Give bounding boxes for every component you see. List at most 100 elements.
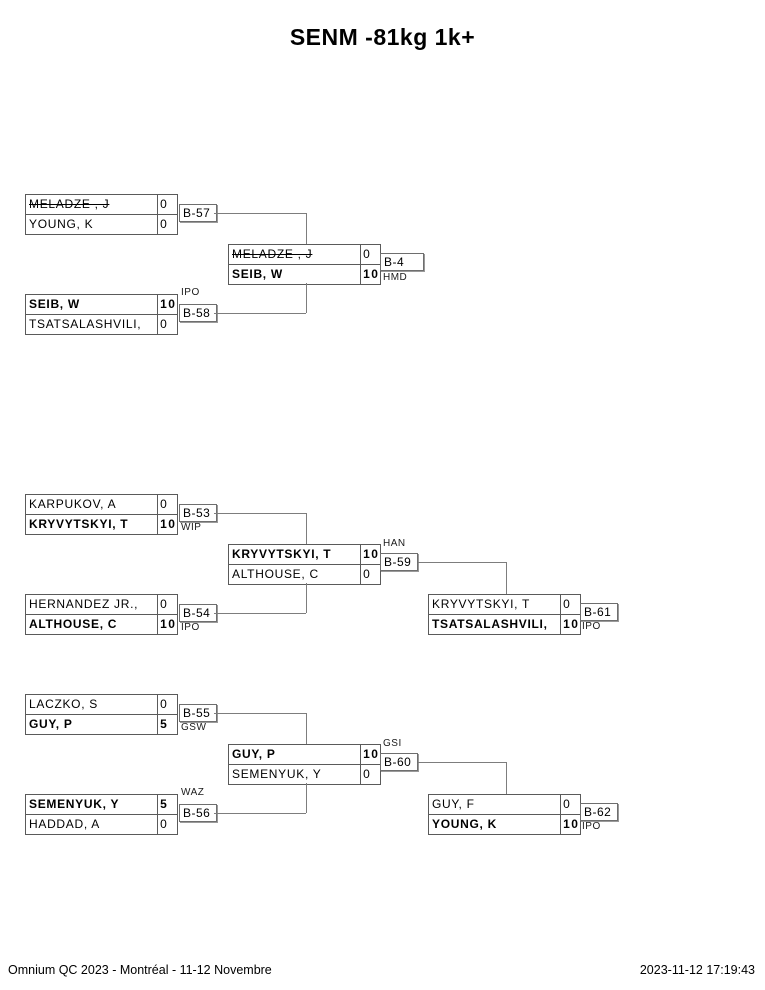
player-name: SEMENYUK, Y: [232, 767, 322, 781]
win-type-label: HAN: [383, 538, 406, 549]
match-number-tag: B-4: [380, 253, 424, 271]
player-score: 0: [157, 215, 177, 234]
player-score: 10: [157, 295, 177, 314]
player-name: YOUNG, K: [29, 217, 94, 231]
connector-line: [306, 283, 307, 313]
win-type-label: IPO: [181, 622, 200, 633]
win-type-label: HMD: [383, 272, 408, 283]
player-row: YOUNG, K 10: [429, 814, 580, 834]
player-row: SEMENYUK, Y 5: [26, 795, 177, 814]
player-score: 0: [157, 595, 177, 614]
player-score: 10: [360, 265, 380, 284]
match-number-tag: B-56: [179, 804, 217, 822]
player-name: KRYVYTSKYI, T: [29, 517, 129, 531]
connector-line: [506, 762, 507, 794]
match-number-tag: B-61: [580, 603, 618, 621]
player-name: KARPUKOV, A: [29, 497, 117, 511]
win-type-label: WAZ: [181, 787, 205, 798]
footer-event-title: Omnium QC 2023 - Montréal - 11-12 Novemb…: [8, 963, 272, 977]
player-name: MELADZE , J: [29, 197, 110, 211]
player-score: 10: [560, 815, 580, 834]
connector-line: [418, 762, 506, 763]
player-name: MELADZE , J: [232, 247, 313, 261]
match-box-b58: SEIB, W 10 TSATSALASHVILI, 0: [25, 294, 178, 335]
match-box-b53: KARPUKOV, A 0 KRYVYTSKYI, T 10: [25, 494, 178, 535]
player-score: 0: [360, 565, 380, 584]
match-box-b62: GUY, F 0 YOUNG, K 10: [428, 794, 581, 835]
player-row: LACZKO, S 0: [26, 695, 177, 714]
connector-line: [306, 713, 307, 744]
win-type-label: GSW: [181, 722, 207, 733]
player-row: KRYVYTSKYI, T 10: [26, 514, 177, 534]
match-box-b4: MELADZE , J 0 SEIB, W 10: [228, 244, 381, 285]
player-row: SEIB, W 10: [229, 264, 380, 284]
player-score: 10: [157, 515, 177, 534]
connector-line: [306, 213, 307, 244]
player-score: 5: [157, 715, 177, 734]
player-score: 10: [360, 545, 380, 564]
player-name: SEIB, W: [232, 267, 283, 281]
player-name: ALTHOUSE, C: [29, 617, 118, 631]
player-score: 0: [560, 795, 580, 814]
player-score: 0: [360, 245, 380, 264]
footer-timestamp: 2023-11-12 17:19:43: [639, 963, 755, 977]
player-row: ALTHOUSE, C 0: [229, 564, 380, 584]
win-type-label: IPO: [582, 821, 601, 832]
player-name: HERNANDEZ JR.,: [29, 597, 139, 611]
player-row: SEMENYUK, Y 0: [229, 764, 380, 784]
player-row: HERNANDEZ JR., 0: [26, 595, 177, 614]
win-type-label: IPO: [181, 287, 200, 298]
match-number-tag: B-55: [179, 704, 217, 722]
player-name: LACZKO, S: [29, 697, 98, 711]
player-name: KRYVYTSKYI, T: [232, 547, 332, 561]
match-box-b54: HERNANDEZ JR., 0 ALTHOUSE, C 10: [25, 594, 178, 635]
player-score: 10: [560, 615, 580, 634]
match-box-b57: MELADZE , J 0 YOUNG, K 0: [25, 194, 178, 235]
connector-line: [306, 513, 307, 544]
player-score: 5: [157, 795, 177, 814]
player-row: TSATSALASHVILI, 10: [429, 614, 580, 634]
match-number-tag: B-59: [380, 553, 418, 571]
match-box-b60: GUY, P 10 SEMENYUK, Y 0: [228, 744, 381, 785]
player-score: 0: [157, 195, 177, 214]
player-score: 0: [157, 815, 177, 834]
player-row: SEIB, W 10: [26, 295, 177, 314]
match-number-tag: B-58: [179, 304, 217, 322]
match-number-tag: B-60: [380, 753, 418, 771]
player-row: KRYVYTSKYI, T 0: [429, 595, 580, 614]
player-score: 0: [560, 595, 580, 614]
player-row: GUY, F 0: [429, 795, 580, 814]
player-row: KRYVYTSKYI, T 10: [229, 545, 380, 564]
player-name: HADDAD, A: [29, 817, 100, 831]
player-score: 0: [157, 315, 177, 334]
player-name: TSATSALASHVILI,: [432, 617, 548, 631]
connector-line: [306, 583, 307, 613]
player-row: GUY, P 10: [229, 745, 380, 764]
match-box-b59: KRYVYTSKYI, T 10 ALTHOUSE, C 0: [228, 544, 381, 585]
player-score: 0: [157, 495, 177, 514]
match-box-b56: SEMENYUK, Y 5 HADDAD, A 0: [25, 794, 178, 835]
match-box-b55: LACZKO, S 0 GUY, P 5: [25, 694, 178, 735]
connector-line: [214, 313, 306, 314]
player-row: ALTHOUSE, C 10: [26, 614, 177, 634]
page-title: SENM -81kg 1k+: [289, 24, 476, 50]
player-score: 0: [157, 695, 177, 714]
player-name: YOUNG, K: [432, 817, 497, 831]
connector-line: [506, 562, 507, 594]
player-name: SEIB, W: [29, 297, 80, 311]
connector-line: [214, 813, 306, 814]
player-name: KRYVYTSKYI, T: [432, 597, 531, 611]
match-box-b61: KRYVYTSKYI, T 0 TSATSALASHVILI, 10: [428, 594, 581, 635]
player-score: 10: [157, 615, 177, 634]
player-name: ALTHOUSE, C: [232, 567, 319, 581]
match-number-tag: B-57: [179, 204, 217, 222]
match-number-tag: B-53: [179, 504, 217, 522]
match-number-tag: B-54: [179, 604, 217, 622]
win-type-label: GSI: [383, 738, 402, 749]
player-row: GUY, P 5: [26, 714, 177, 734]
player-row: HADDAD, A 0: [26, 814, 177, 834]
player-score: 10: [360, 745, 380, 764]
connector-line: [214, 713, 306, 714]
win-type-label: IPO: [582, 621, 601, 632]
